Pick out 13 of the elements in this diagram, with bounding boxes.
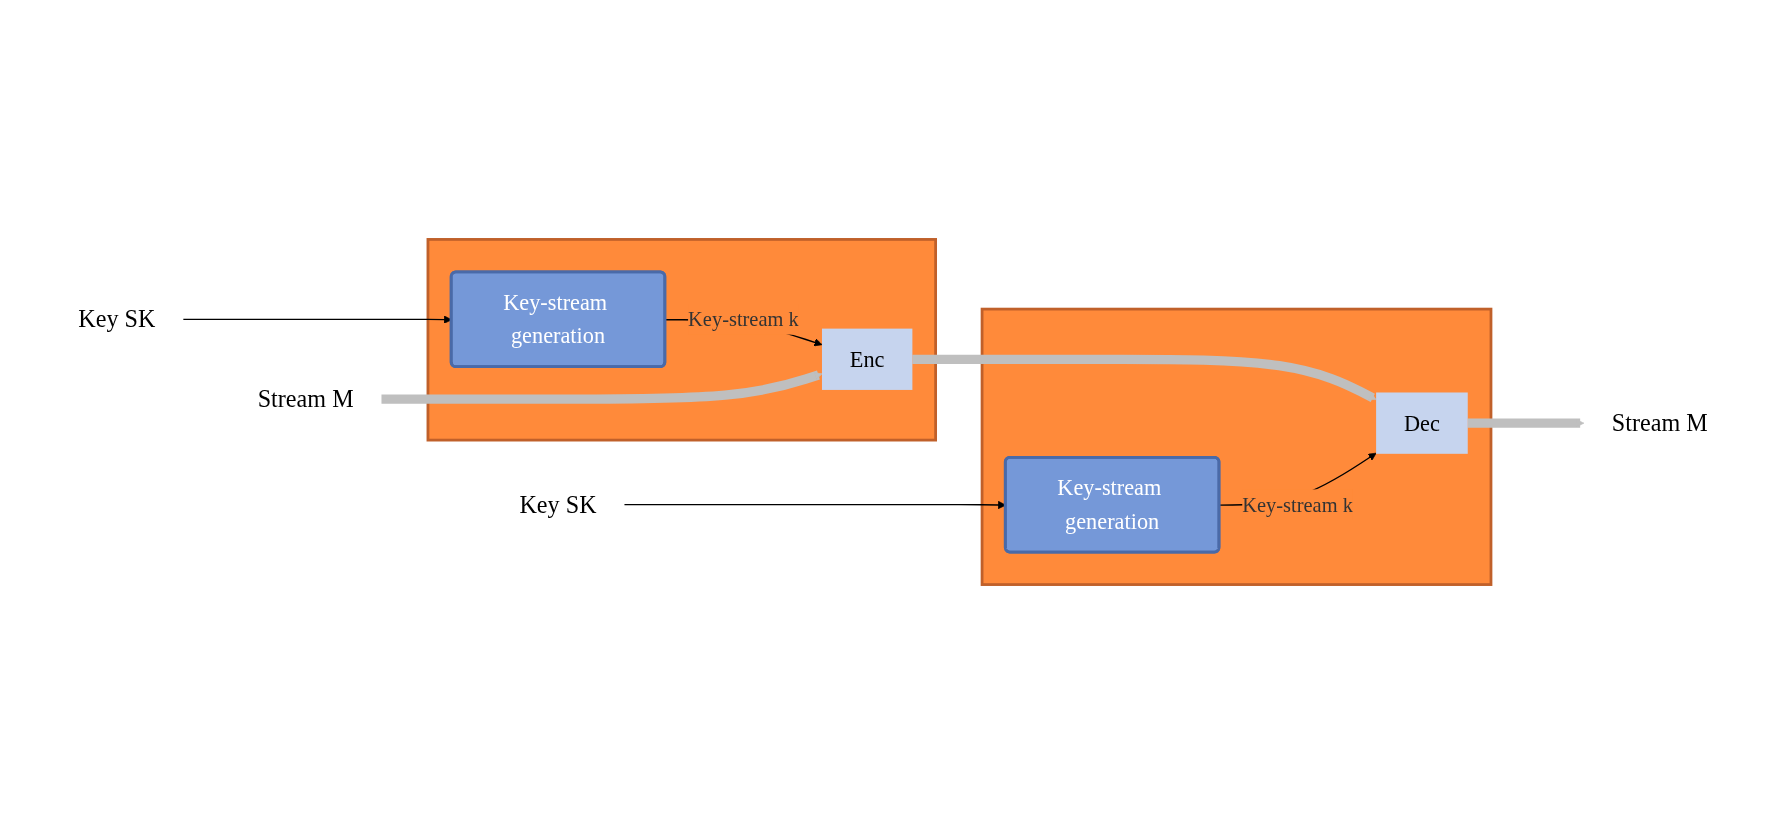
edge-label: Key-stream k <box>687 307 799 331</box>
node-text: Key SK <box>518 490 597 518</box>
node-box: Enc <box>821 328 912 390</box>
arrow <box>911 354 1376 402</box>
node-box: Dec <box>1375 392 1468 454</box>
node-text: Stream M <box>1611 409 1708 437</box>
cluster <box>426 237 937 441</box>
arrow <box>1466 418 1584 428</box>
edge-label: Key-stream k <box>1241 492 1353 516</box>
node-text: Stream M <box>257 385 354 413</box>
node-text: Key SK <box>77 305 155 333</box>
cluster <box>980 307 1492 586</box>
arrow <box>380 370 822 404</box>
